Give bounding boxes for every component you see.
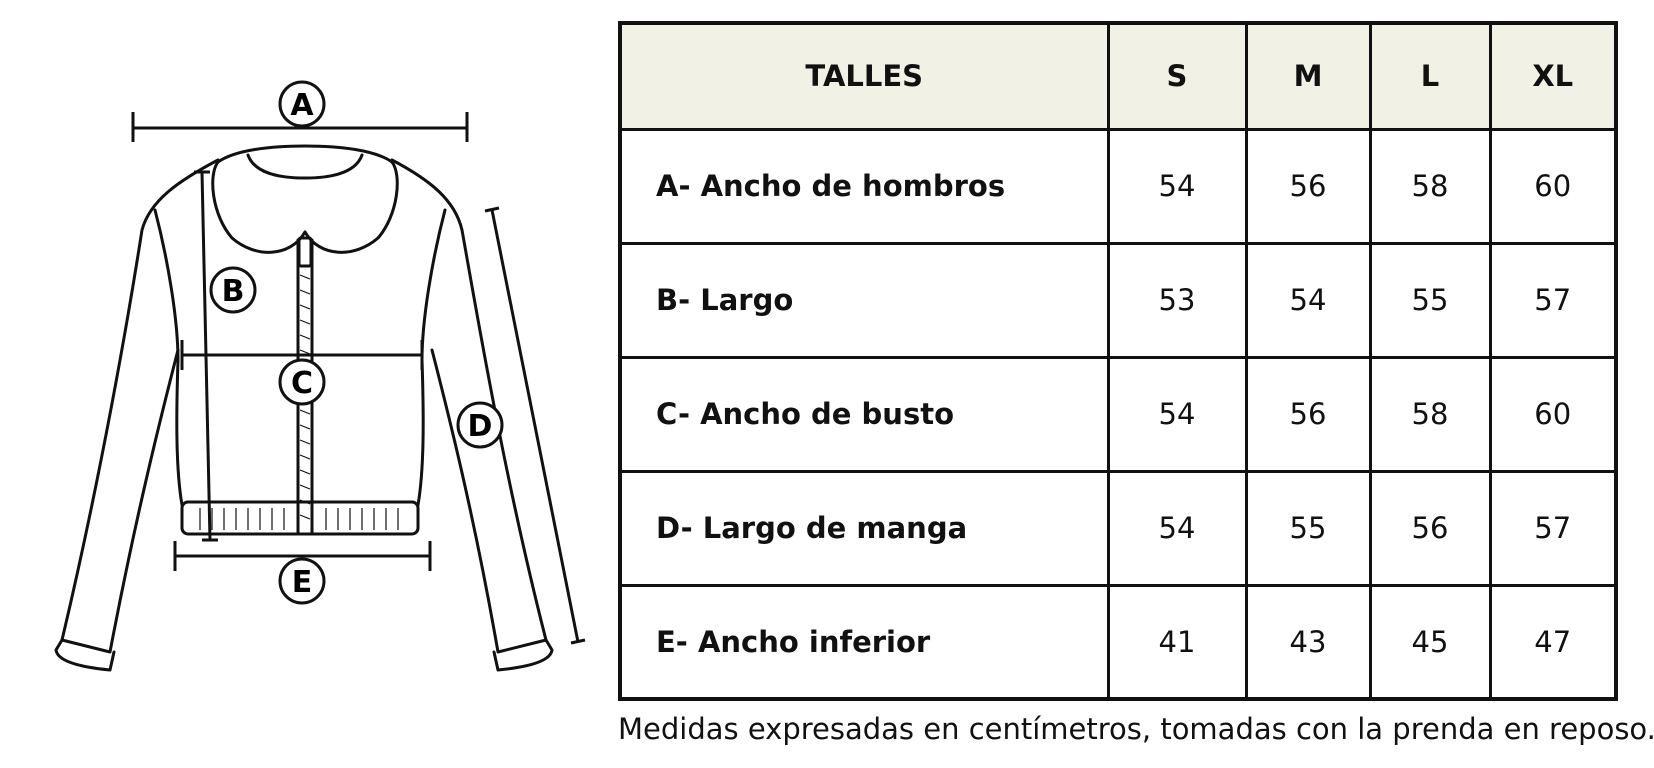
- right-cuff: [492, 638, 554, 672]
- row-label: D- Largo de manga: [618, 469, 1110, 587]
- table-cell: 57: [1488, 469, 1618, 587]
- header-size-s: S: [1106, 21, 1248, 131]
- marker-b: B: [209, 266, 257, 314]
- hem-band: [180, 500, 420, 536]
- svg-text:C: C: [291, 366, 313, 401]
- table-cell: 58: [1368, 127, 1492, 245]
- left-cuff: [54, 638, 116, 672]
- row-label: E- Ancho inferior: [618, 583, 1110, 701]
- table-cell: 41: [1106, 583, 1248, 701]
- left-sleeve: [60, 158, 220, 654]
- header-size-xl: XL: [1488, 21, 1618, 131]
- marker-d: D: [456, 401, 504, 449]
- table-cell: 53: [1106, 241, 1248, 359]
- table-row: E- Ancho inferior 41 43 45 47: [618, 583, 1618, 701]
- table-row: A- Ancho de hombros 54 56 58 60: [618, 127, 1618, 245]
- svg-text:A: A: [290, 88, 314, 123]
- table-cell: 60: [1488, 127, 1618, 245]
- body-left: [153, 208, 184, 507]
- table-row: B- Largo 53 54 55 57: [618, 241, 1618, 359]
- table-row: C- Ancho de busto 54 56 58 60: [618, 355, 1618, 473]
- table-cell: 47: [1488, 583, 1618, 701]
- table-cell: 55: [1244, 469, 1372, 587]
- size-table: TALLES S M L XL A- Ancho de hombros 54 5…: [618, 21, 1618, 701]
- neck-inner: [246, 153, 364, 180]
- table-cell: 57: [1488, 241, 1618, 359]
- table-row: D- Largo de manga 54 55 56 57: [618, 469, 1618, 587]
- table-cell: 45: [1368, 583, 1492, 701]
- table-cell: 55: [1368, 241, 1492, 359]
- measurement-caption: Medidas expresadas en centímetros, tomad…: [618, 712, 1654, 746]
- row-label: B- Largo: [618, 241, 1110, 359]
- neck-curve: [216, 144, 394, 164]
- jacket-diagram: A B C D E: [54, 80, 586, 672]
- measure-d-line: [490, 209, 580, 643]
- collar-left: [211, 160, 307, 254]
- zipper-pull: [297, 236, 313, 268]
- table-cell: 54: [1244, 241, 1372, 359]
- row-label: A- Ancho de hombros: [618, 127, 1110, 245]
- marker-c: C: [278, 358, 326, 406]
- svg-text:B: B: [222, 274, 245, 309]
- table-header-row: TALLES S M L XL: [618, 21, 1618, 131]
- marker-a: A: [278, 80, 326, 128]
- header-size-m: M: [1244, 21, 1372, 131]
- table-cell: 54: [1106, 127, 1248, 245]
- header-talles: TALLES: [618, 21, 1110, 131]
- collar-right: [303, 160, 399, 254]
- table-cell: 56: [1244, 355, 1372, 473]
- table-cell: 43: [1244, 583, 1372, 701]
- header-size-l: L: [1368, 21, 1492, 131]
- svg-text:E: E: [292, 565, 313, 600]
- table-cell: 56: [1244, 127, 1372, 245]
- marker-e: E: [278, 557, 326, 605]
- row-label: C- Ancho de busto: [618, 355, 1110, 473]
- table-cell: 58: [1368, 355, 1492, 473]
- svg-text:D: D: [468, 409, 493, 444]
- table-cell: 60: [1488, 355, 1618, 473]
- table-cell: 56: [1368, 469, 1492, 587]
- right-sleeve: [390, 158, 548, 654]
- table-cell: 54: [1106, 469, 1248, 587]
- table-cell: 54: [1106, 355, 1248, 473]
